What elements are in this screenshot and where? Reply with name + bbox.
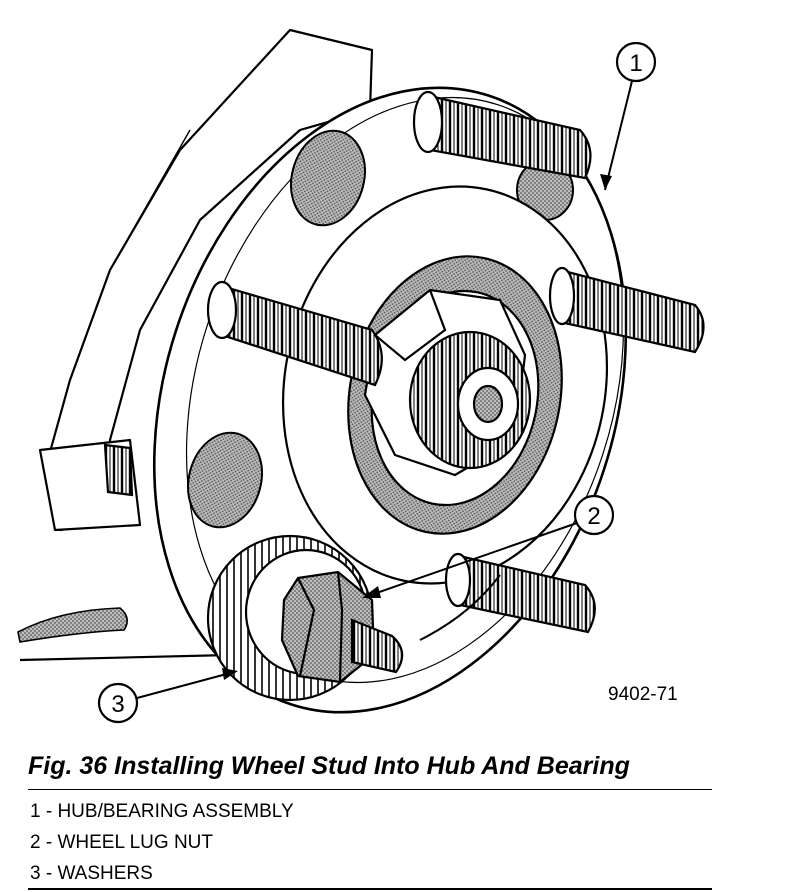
bearing-outline	[419, 574, 501, 641]
legend-item: 1 - HUB/BEARING ASSEMBLY	[30, 801, 294, 822]
legend-item: 2 - WHEEL LUG NUT	[30, 832, 213, 853]
legend: 1 - HUB/BEARING ASSEMBLY 2 - WHEEL LUG N…	[30, 796, 294, 889]
callout-1: 1	[600, 41, 657, 191]
lug-nut	[280, 570, 404, 684]
bottom-divider	[28, 888, 712, 890]
axle-nut	[363, 288, 532, 477]
legend-item: 3 - WASHERS	[30, 863, 153, 884]
caption-divider	[28, 789, 712, 790]
callout-3: 3	[97, 668, 238, 724]
figure-caption: Fig. 36 Installing Wheel Stud Into Hub A…	[28, 752, 630, 780]
bracket-shadow	[17, 607, 128, 643]
callout-2: 2	[362, 494, 615, 598]
callout-3-number: 3	[111, 691, 124, 718]
flange-holes	[187, 129, 574, 529]
callout-1-number: 1	[629, 50, 642, 77]
hub-bearing-illustration: 1 2 3 9402-71	[17, 28, 705, 724]
reference-number: 9402-71	[608, 684, 678, 705]
wheel-studs	[103, 90, 705, 634]
callout-2-number: 2	[587, 503, 600, 530]
